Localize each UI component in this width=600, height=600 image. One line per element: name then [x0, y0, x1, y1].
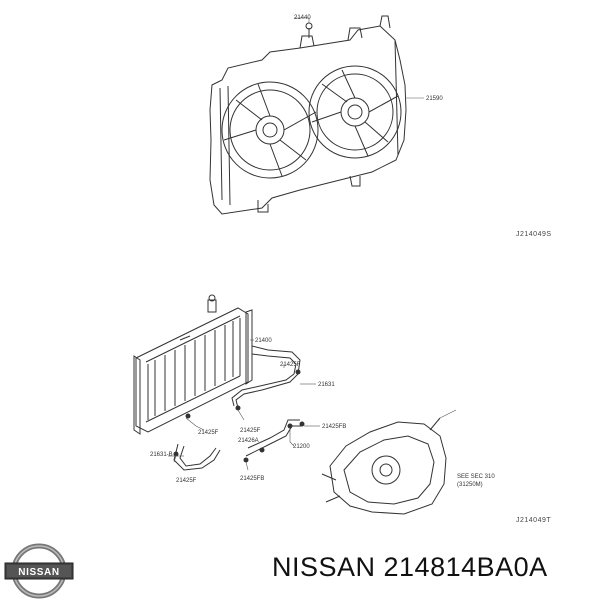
label-hose-upper-clamp: 21425F [280, 362, 301, 368]
nissan-logo: NISSAN [4, 543, 74, 599]
label-bracket-a: 21426A [238, 438, 259, 444]
label-clamp-right: 21425FB [322, 424, 346, 430]
logo-wordmark: NISSAN [18, 567, 59, 578]
label-hose-lower: 21200 [293, 444, 310, 450]
radiator-diagram-reference: J214049T [516, 517, 551, 524]
label-see-sec-code: (31250M) [457, 482, 483, 488]
label-see-sec: SEE SEC 310 [457, 474, 495, 480]
label-shroud: 21590 [426, 96, 443, 102]
label-clamp-lower-left: 21425F [176, 478, 197, 484]
label-clamp-lower-mid: 21425FB [240, 476, 264, 482]
label-clamp-mid: 21425F [240, 428, 261, 434]
radiator-diagram: 21400 21425F 21631 21425FB 21200 21425F … [133, 294, 551, 524]
fan-diagram-reference: J214049S [516, 231, 552, 238]
part-number-caption: NISSAN 214814BA0A [272, 552, 548, 582]
label-clamp-left: 21425F [198, 430, 219, 436]
label-bolt: 21440 [294, 15, 311, 21]
fan-shroud-diagram: 21440 21590 J214049S [209, 15, 552, 238]
label-bracket-b: 21631-B [150, 452, 173, 458]
label-hose-upper: 21631 [318, 382, 335, 388]
label-radiator: 21400 [255, 338, 272, 344]
